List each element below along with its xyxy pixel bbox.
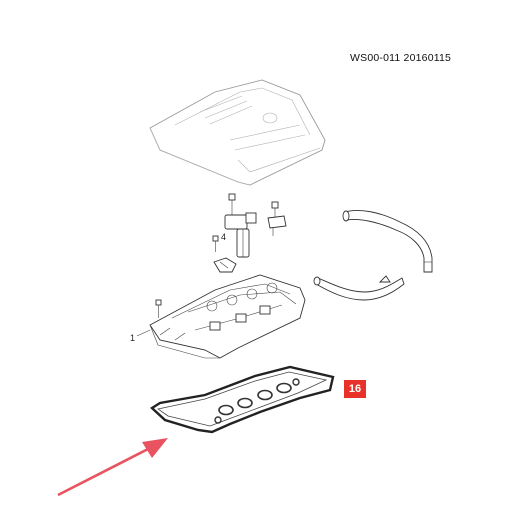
- sensor: [213, 257, 237, 273]
- valve-cover: [149, 274, 306, 359]
- callout-gasket-badge: 16: [344, 380, 366, 398]
- pcv-hose-lower: [313, 275, 405, 301]
- drawing-code: WS00-011 20160115: [350, 52, 452, 64]
- valve-cover-gasket: [150, 365, 335, 434]
- coil-bracket: [267, 201, 287, 236]
- callout-leader: [136, 329, 151, 337]
- pointer-arrow: [57, 438, 168, 497]
- pcv-hose-upper: [342, 210, 433, 273]
- bolt: [212, 235, 219, 252]
- callout-cover-number: 1: [130, 333, 136, 343]
- ignition-coil: [224, 193, 257, 258]
- engine-cover: [149, 79, 326, 186]
- callout-bolt-number: 4: [221, 232, 227, 242]
